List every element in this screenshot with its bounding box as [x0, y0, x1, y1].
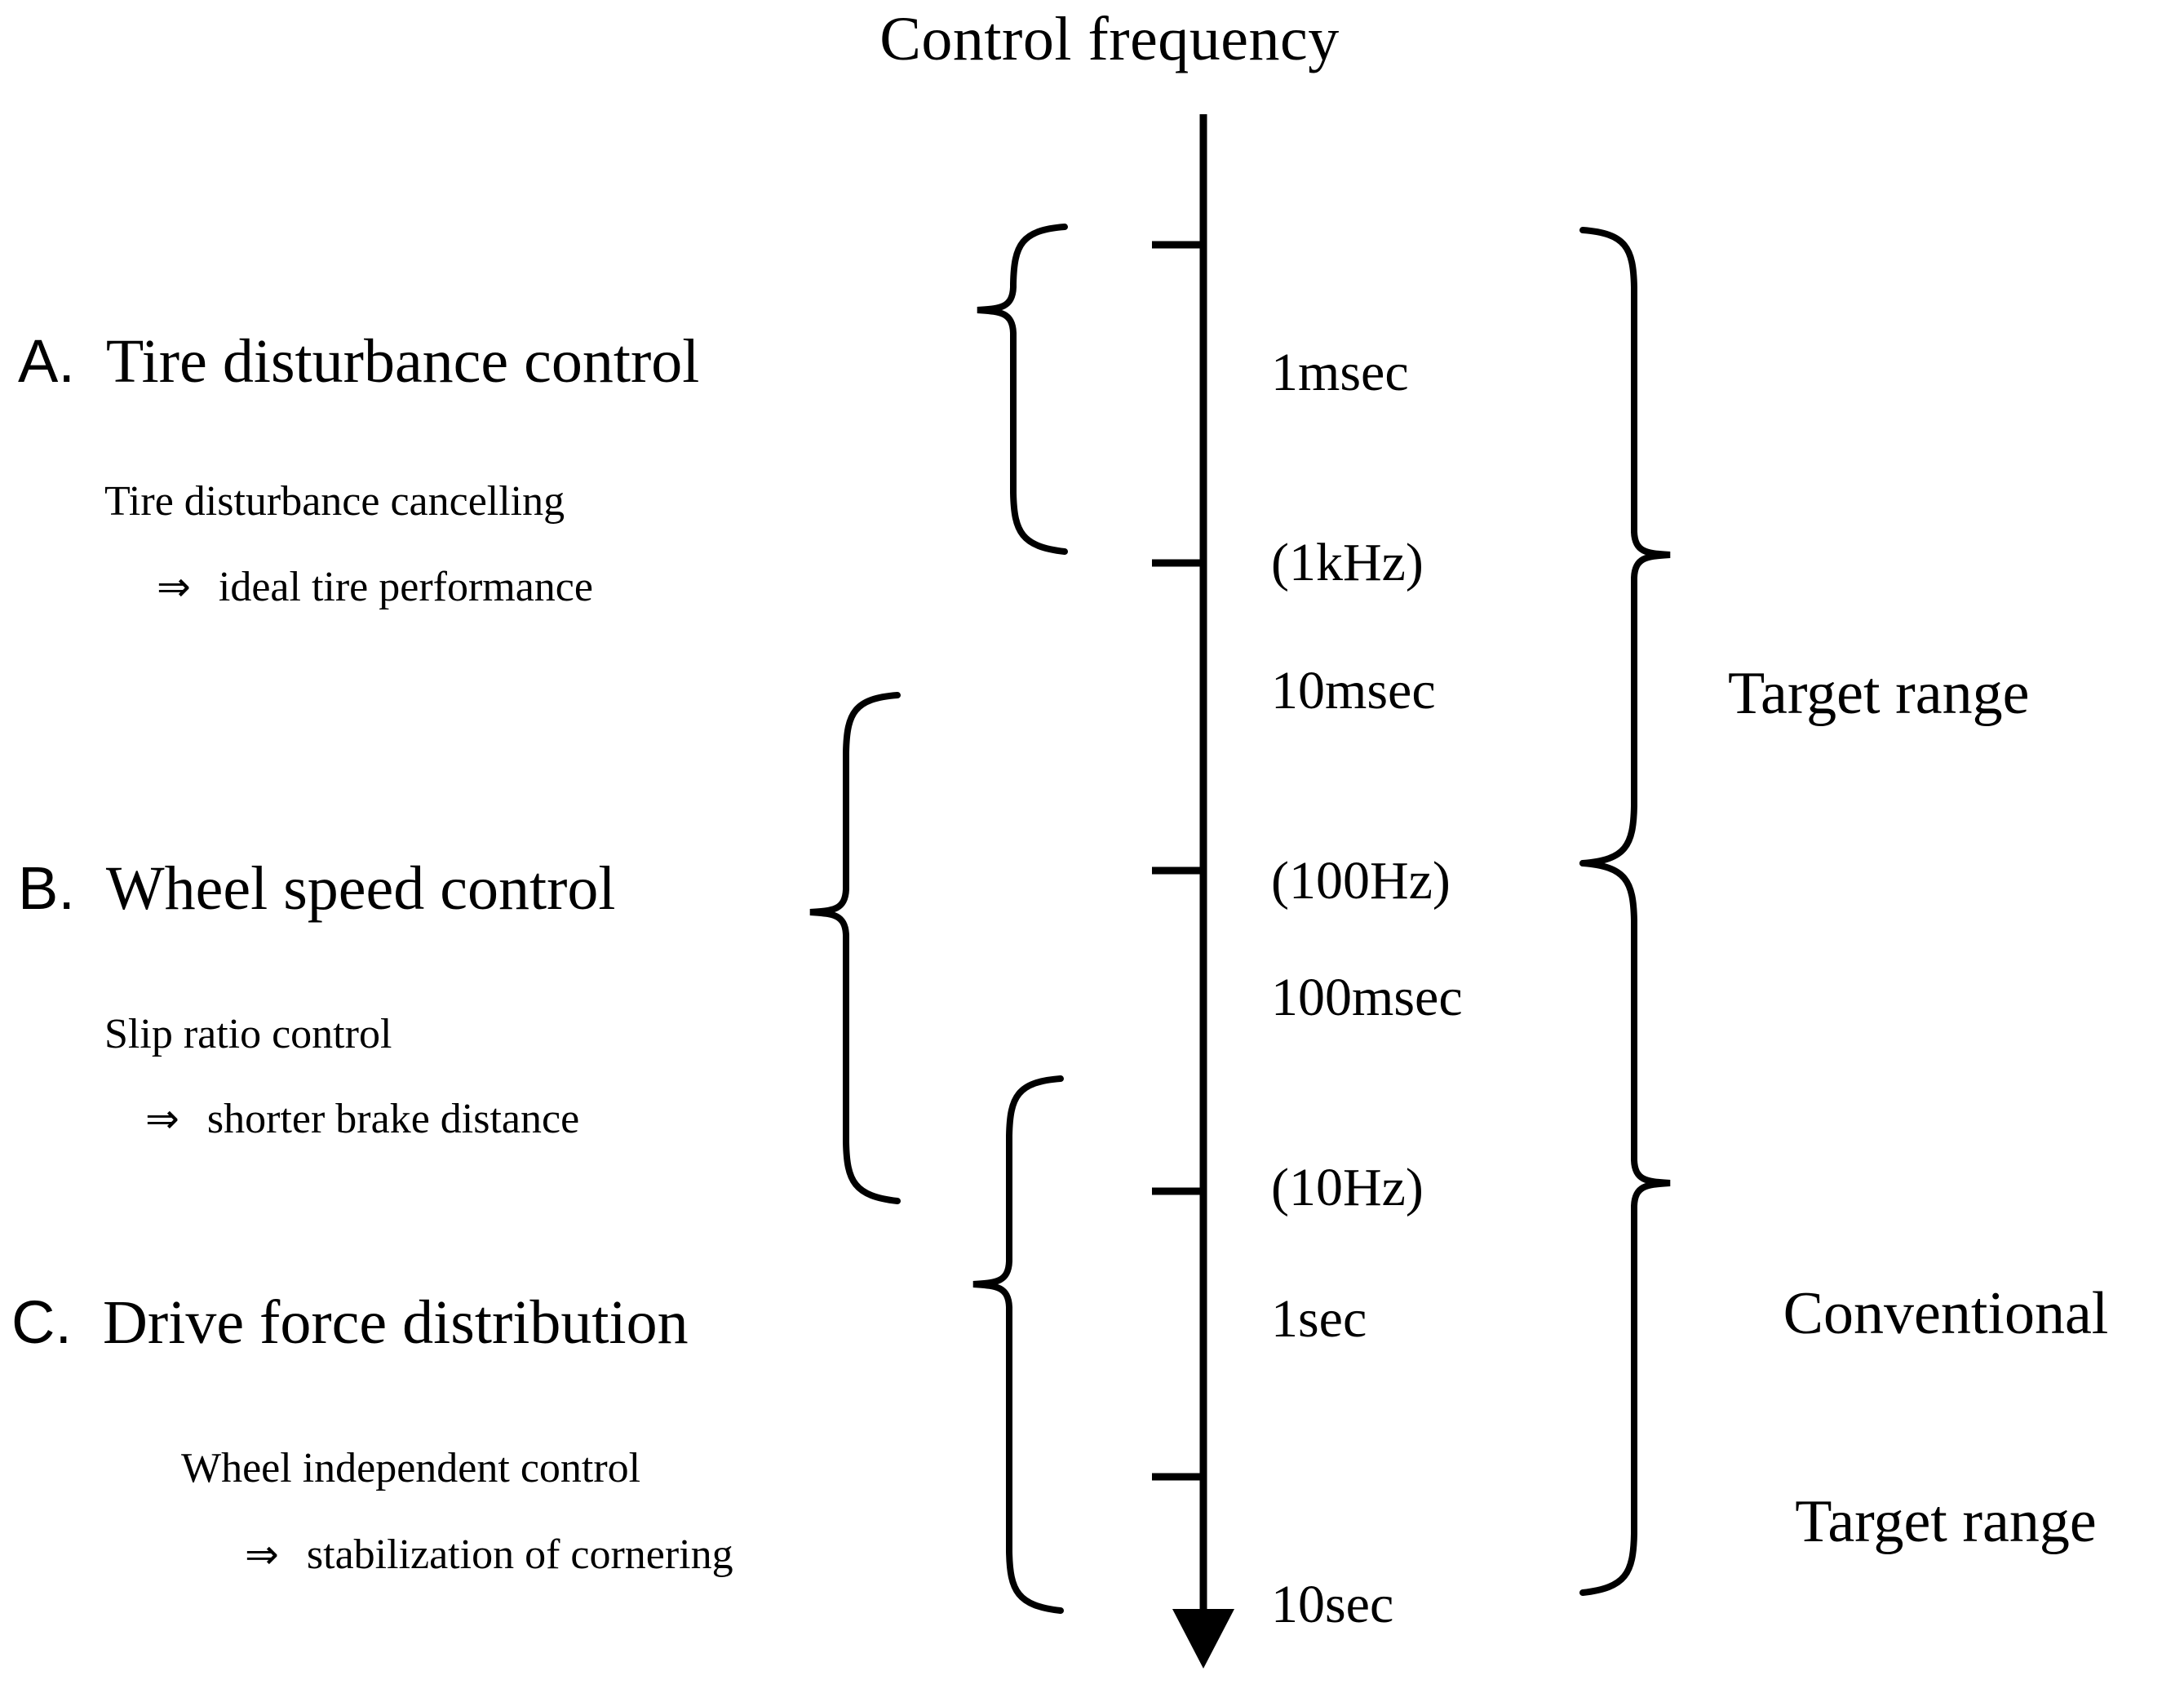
page-title: Control frequency [879, 5, 1340, 73]
range-label-target-line1: Target range [1728, 660, 2030, 728]
section-a-dot: . [58, 327, 75, 395]
section-c-letter: C [11, 1288, 55, 1356]
axis-ticks [1152, 241, 1207, 1481]
section-a-letter: A [18, 327, 59, 395]
section-b-letter: B [18, 854, 59, 922]
section-c-dot: . [55, 1288, 73, 1356]
tick-label-10msec-value: 10msec [1271, 660, 1436, 720]
range-label-target: Target range [1728, 521, 2029, 867]
brace-section-a [977, 224, 1068, 555]
tick-label-10msec-frequency: (100Hz) [1271, 851, 1451, 911]
tick-label-100msec-value: 100msec [1271, 967, 1463, 1027]
section-a-result: ideal tire performance [218, 564, 593, 610]
tick-label-1msec-frequency: (1kHz) [1271, 533, 1424, 593]
tick-label-100msec: 100msec (10Hz) [1271, 839, 1463, 1347]
frequency-axis [1172, 114, 1234, 1669]
range-label-conventional-line1: Conventional [1783, 1280, 2109, 1348]
section-b-detail: Slip ratio control [104, 1011, 392, 1057]
section-b-title: Wheel speed control [105, 854, 616, 923]
implies-arrow-icon: ⇒ [145, 1095, 179, 1142]
section-b-result: shorter brake distance [206, 1096, 580, 1142]
section-c-detail: Wheel independent control [181, 1445, 641, 1491]
section-c-result: stabilization of cornering [306, 1531, 733, 1578]
brace-section-c [972, 1075, 1064, 1614]
tick-label-10sec-value: 10sec [1271, 1574, 1394, 1634]
tick-label-10msec: 10msec (100Hz) [1271, 532, 1451, 1040]
tick-label-100msec-frequency: (10Hz) [1271, 1158, 1424, 1218]
section-c-heading: C . Drive force distribution [11, 1287, 689, 1358]
tick-label-1sec-value: 1sec [1271, 1288, 1367, 1349]
section-b-dot: . [58, 854, 75, 922]
section-b-heading: B . Wheel speed control [18, 853, 616, 924]
section-a-result-line: ⇒ ideal tire performance [157, 563, 593, 611]
section-a-heading: A . Tire disturbance control [18, 326, 699, 397]
axis-arrowhead [1172, 1609, 1234, 1669]
range-label-conventional-line2: Target range [1795, 1488, 2097, 1556]
section-c-title: Drive force distribution [103, 1288, 689, 1357]
implies-arrow-icon: ⇒ [245, 1531, 279, 1578]
tick-label-10sec: 10sec [1271, 1446, 1393, 1693]
brace-conventional-target-range [1579, 860, 1671, 1596]
section-a-title: Tire disturbance control [105, 327, 700, 396]
tick-label-1msec-value: 1msec [1271, 342, 1409, 402]
range-label-conventional: Conventional Target range [1713, 1141, 2178, 1693]
section-c-result-line: ⇒ stabilization of cornering [245, 1531, 733, 1579]
brace-target-range [1579, 227, 1671, 866]
section-b-result-line: ⇒ shorter brake distance [145, 1095, 579, 1143]
tick-label-1sec: 1sec [1271, 1160, 1367, 1478]
implies-arrow-icon: ⇒ [157, 563, 191, 610]
tick-label-1msec: 1msec (1kHz) [1271, 214, 1424, 722]
section-a-detail: Tire disturbance cancelling [104, 478, 565, 525]
brace-section-b [809, 692, 901, 1204]
